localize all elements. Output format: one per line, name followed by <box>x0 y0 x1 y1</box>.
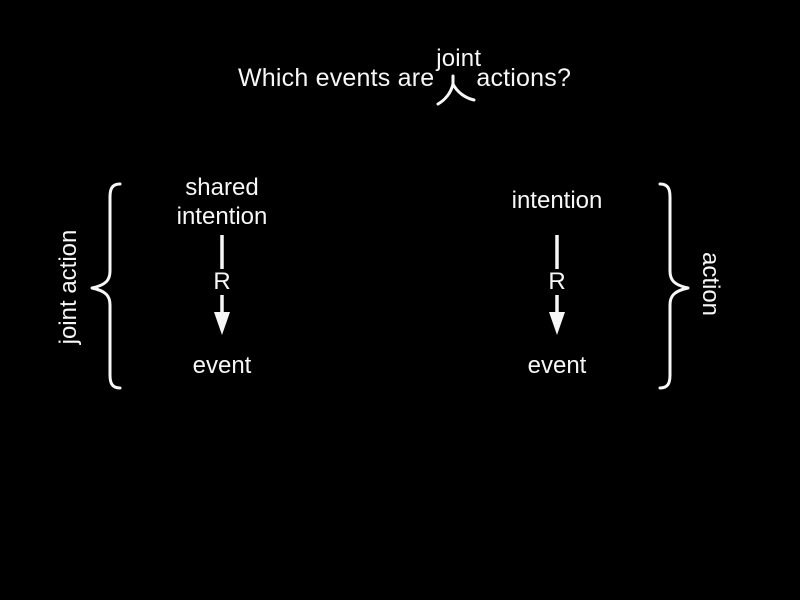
left-bracket-label: joint action <box>55 229 82 345</box>
left-bottom-node: event <box>192 352 252 379</box>
right-brace-icon <box>658 182 690 390</box>
left-top-node: shared intention <box>176 174 268 230</box>
insertion-caret-icon <box>436 74 476 106</box>
right-bracket-label: action <box>697 251 724 317</box>
title-text-after-caret: actions? <box>476 64 572 92</box>
left-relation-label: R <box>210 269 234 295</box>
left-brace-icon <box>90 182 122 390</box>
right-relation-label: R <box>545 269 569 295</box>
right-bottom-node: event <box>527 352 587 379</box>
title-inserted-word: joint <box>436 45 482 72</box>
title-text-before-caret: Which events are <box>238 64 435 92</box>
right-top-node: intention <box>511 187 603 214</box>
insertion-caret-wrap: joint <box>434 45 481 106</box>
slide-title: Which events are joint actions? <box>238 45 572 106</box>
